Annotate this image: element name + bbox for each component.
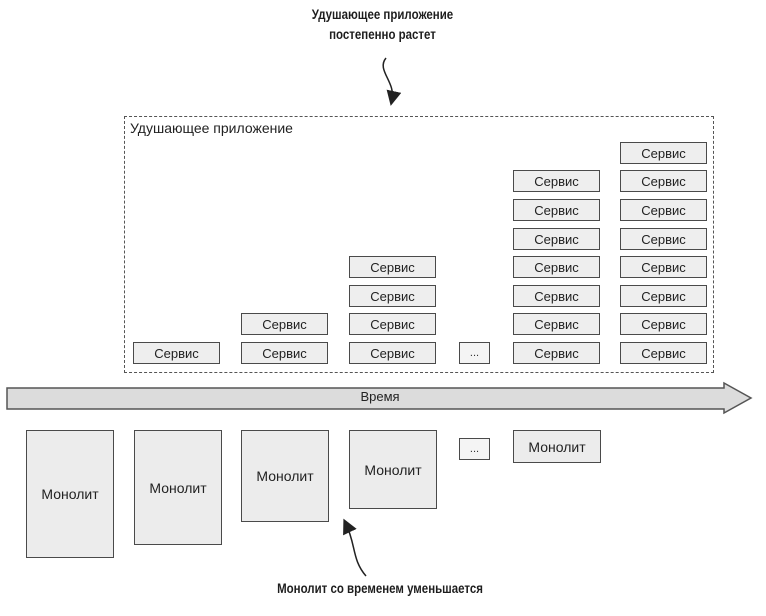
service-box: Сервис <box>513 313 600 335</box>
time-arrow <box>6 381 753 415</box>
curved-arrow-bottom <box>343 518 367 577</box>
service-box: Сервис <box>620 142 707 164</box>
strangler-application-label: Удушающее приложение <box>130 120 293 136</box>
service-box: Сервис <box>513 199 600 221</box>
service-box: Сервис <box>349 342 436 364</box>
time-axis-label: Время <box>360 389 400 404</box>
service-box: Сервис <box>513 228 600 250</box>
service-box: Сервис <box>620 199 707 221</box>
service-box: Сервис <box>513 256 600 278</box>
service-box: Сервис <box>620 228 707 250</box>
annotation-monolith-shrinks: Монолит со временем уменьшается <box>277 580 483 596</box>
service-box: Сервис <box>349 256 436 278</box>
service-box: Сервис <box>620 256 707 278</box>
annotation-strangler-grows: Удушающее приложение постепенно растет <box>266 4 500 44</box>
annotation-line-2: постепенно растет <box>329 26 436 42</box>
service-box: Сервис <box>349 285 436 307</box>
ellipsis-box: ... <box>459 438 490 460</box>
monolith-box: Монолит <box>349 430 437 509</box>
service-box: Сервис <box>241 342 328 364</box>
annotation-line-1: Удушающее приложение <box>311 6 454 22</box>
service-box: Сервис <box>620 170 707 192</box>
service-box: Сервис <box>349 313 436 335</box>
ellipsis-box: ... <box>459 342 490 364</box>
service-box: Сервис <box>620 285 707 307</box>
service-box: Сервис <box>513 170 600 192</box>
curved-arrow-top <box>382 57 402 106</box>
service-box: Сервис <box>133 342 220 364</box>
service-box: Сервис <box>620 313 707 335</box>
service-box: Сервис <box>513 285 600 307</box>
strangler-application-boundary: Удушающее приложение <box>124 116 714 373</box>
service-box: Сервис <box>513 342 600 364</box>
monolith-box: Монолит <box>134 430 222 545</box>
monolith-box: Монолит <box>513 430 601 463</box>
monolith-box: Монолит <box>241 430 329 522</box>
service-box: Сервис <box>620 342 707 364</box>
service-box: Сервис <box>241 313 328 335</box>
monolith-box: Монолит <box>26 430 114 558</box>
